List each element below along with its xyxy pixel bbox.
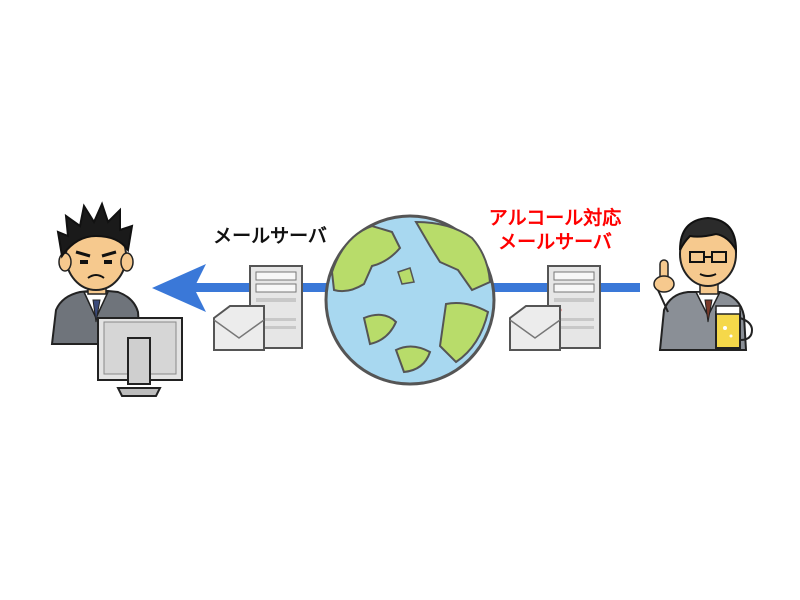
globe-icon <box>324 214 496 386</box>
mail-server-label: メールサーバ <box>213 225 327 247</box>
alcohol-mail-server-label-line2: メールサーバ <box>498 231 612 253</box>
alcohol-mail-server-label-line1: アルコール対応 <box>488 207 622 229</box>
mail-server-icon <box>509 265 601 351</box>
mail-server-icon <box>213 265 303 351</box>
businessman-with-beer-icon <box>653 216 754 351</box>
businessman-at-computer-icon <box>50 201 183 397</box>
alcohol-mail-server-label: アルコール対応 メールサーバ <box>480 206 630 254</box>
